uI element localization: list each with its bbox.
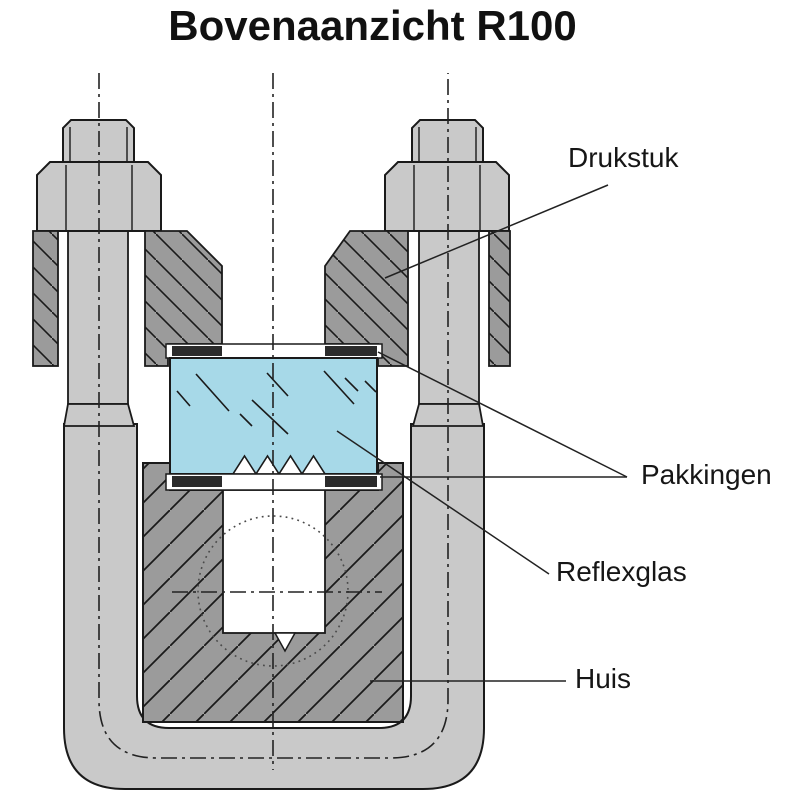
drawing-title: Bovenaanzicht R100	[168, 2, 577, 49]
callout-reflexglas: Reflexglas	[556, 556, 687, 587]
leader-reflexglas	[336, 430, 550, 575]
u-bolt-clamp	[63, 423, 485, 790]
drill-point	[273, 632, 297, 653]
right-bolt-shaft	[418, 227, 480, 405]
drukstuk-far-left	[32, 230, 59, 367]
reflex-serrations	[231, 454, 327, 475]
drukstuk-far-right	[488, 230, 511, 367]
leader-pakkingen-top	[377, 351, 628, 478]
callout-drukstuk: Drukstuk	[568, 142, 679, 173]
leader-drukstuk	[384, 184, 609, 279]
right-nut	[384, 161, 510, 232]
centerlines	[98, 73, 449, 770]
u-bolt-centerline	[98, 73, 449, 759]
bottom-gasket	[165, 473, 383, 491]
right-leg-taper	[411, 403, 485, 427]
callout-pakkingen: Pakkingen	[641, 459, 772, 490]
left-bolt-shaft	[67, 227, 129, 405]
leader-lines	[336, 184, 628, 682]
top-gasket	[165, 343, 383, 359]
callout-huis: Huis	[575, 663, 632, 694]
glass-shine-marks	[176, 370, 377, 435]
chamber-slot	[222, 489, 326, 634]
hidden-bore-circle	[197, 515, 349, 667]
